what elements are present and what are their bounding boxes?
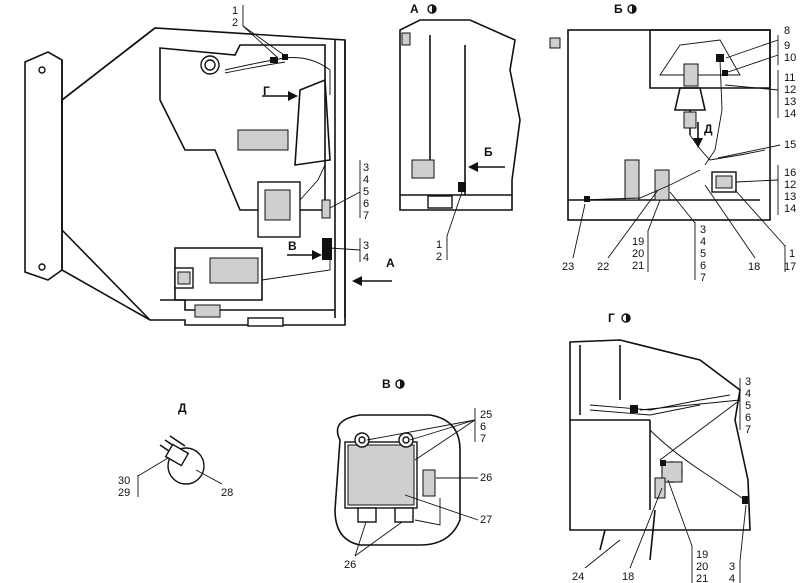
mounting-bracket — [24, 51, 63, 281]
callout-label: 6 — [745, 412, 751, 424]
callout-label: 24 — [572, 571, 584, 583]
callout-label: 17 — [784, 261, 796, 273]
callout-label: 22 — [597, 261, 609, 273]
connector-block — [411, 159, 435, 179]
callout-label: 28 — [221, 487, 233, 499]
callout-label: 7 — [745, 424, 751, 436]
callout-label: 13 — [784, 191, 796, 203]
callout-label: 15 — [784, 139, 796, 151]
callout-label: 26 — [480, 472, 492, 484]
panel-side — [569, 339, 751, 531]
callout-label: 9 — [784, 40, 790, 52]
view-arrow-label: Д — [704, 122, 713, 136]
callout-label: 12 — [784, 179, 796, 191]
callout-label: 6 — [363, 198, 369, 210]
cabinet-body — [61, 27, 346, 326]
callout-label: 8 — [784, 25, 790, 37]
view-title: Б — [614, 2, 623, 16]
callout-label: 4 — [363, 252, 369, 264]
callout-label: 18 — [748, 261, 760, 273]
callout-label: 3 — [363, 162, 369, 174]
view-g: Г 3 4 5 6 7 24 18 19 20 21 — [569, 311, 751, 583]
callout-label: 2 — [436, 251, 442, 263]
callout-label: 2 — [232, 17, 238, 29]
control-lever — [673, 87, 707, 111]
view-arrow-label: А — [386, 256, 395, 270]
view-a: А Б 1 2 — [399, 2, 521, 263]
callout-label: 6 — [700, 260, 706, 272]
callout-label: 19 — [632, 236, 644, 248]
mounting-plate — [334, 414, 461, 546]
connector — [322, 238, 332, 260]
callout-label: 3 — [729, 561, 735, 573]
view-d: Д 30 29 28 — [118, 401, 233, 499]
callout-label: 3 — [363, 240, 369, 252]
callout-label: 4 — [729, 573, 735, 583]
view-v: В 25 6 7 26 27 26 — [334, 377, 492, 571]
callout-label: 26 — [344, 559, 356, 571]
callout-label: 10 — [784, 52, 796, 64]
top-housing — [649, 29, 771, 89]
view-title: Г — [608, 311, 615, 325]
lower-module — [209, 257, 259, 284]
callout-label: 3 — [745, 376, 751, 388]
callout-label: 1 — [789, 248, 795, 260]
callout-label: 1 — [436, 239, 442, 251]
callout-label: 14 — [784, 108, 796, 120]
connector — [270, 57, 278, 63]
callout-label: 12 — [784, 84, 796, 96]
callout-label: 16 — [784, 167, 796, 179]
view-title: Д — [178, 401, 187, 415]
callout-label: 18 — [622, 571, 634, 583]
callout-label: 20 — [632, 248, 644, 260]
callout-label: 20 — [696, 561, 708, 573]
panel-side — [399, 19, 521, 211]
callout-label: 19 — [696, 549, 708, 561]
callout-label: 5 — [363, 186, 369, 198]
view-arrow-label: Г — [263, 84, 270, 98]
side-connector — [321, 199, 331, 219]
callout-label: 4 — [363, 174, 369, 186]
callout-label: 4 — [745, 388, 751, 400]
callout-label: 14 — [784, 203, 796, 215]
callout-label: 5 — [700, 248, 706, 260]
callout-label: 7 — [480, 433, 486, 445]
callout-label: 1 — [232, 5, 238, 17]
view-arrow-label: В — [288, 239, 297, 253]
callout-label: 5 — [745, 400, 751, 412]
callout-label: 11 — [784, 72, 795, 84]
callout-label: 21 — [696, 573, 708, 583]
main-view: 1 2 3 4 5 6 7 3 4 Г В А — [24, 5, 395, 327]
callout-label: 23 — [562, 261, 574, 273]
view-arrow-label: Б — [484, 145, 493, 159]
callout-label: 13 — [784, 96, 796, 108]
plug-block — [624, 159, 640, 201]
callout-label: 7 — [700, 272, 706, 284]
callout-label: 6 — [480, 421, 486, 433]
callout-label: 21 — [632, 260, 644, 272]
module-box — [237, 129, 289, 151]
bolt-hole — [38, 66, 46, 74]
callout-label: 30 — [118, 475, 130, 487]
view-b: Б Д 8 9 10 11 12 13 14 — [549, 2, 796, 284]
callout-label: 4 — [700, 236, 706, 248]
callout-label: 7 — [363, 210, 369, 222]
callout-label: 27 — [480, 514, 492, 526]
callout-label: 3 — [700, 224, 706, 236]
callout-label: 29 — [118, 487, 130, 499]
view-title: А — [410, 2, 419, 16]
panel-window — [294, 78, 331, 166]
view-title: В — [382, 377, 391, 391]
callout-label: 25 — [480, 409, 492, 421]
bolt-hole — [38, 263, 46, 271]
